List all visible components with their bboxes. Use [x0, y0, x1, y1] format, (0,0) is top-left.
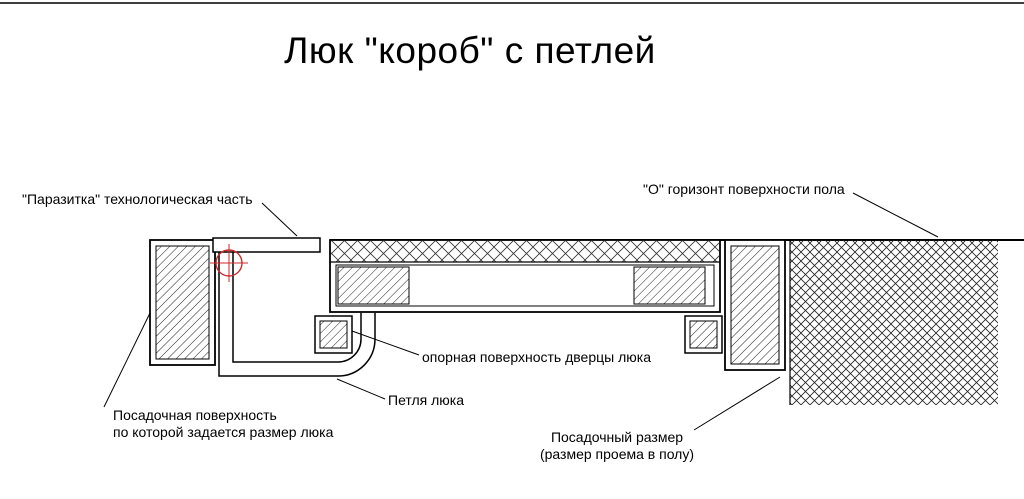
leader-floor-horizon: [852, 192, 939, 238]
label-seating-surface-line2: по которой задается размер люка: [113, 424, 334, 440]
label-seating-size: Посадочный размер (размер проема в полу): [487, 429, 747, 463]
label-seating-size-line1: Посадочный размер: [550, 429, 684, 445]
label-hinge: Петля люка: [388, 392, 465, 408]
hinge-channel: [218, 252, 376, 377]
label-seating-surface-line1: Посадочная поверхность: [113, 407, 277, 423]
right-frame-profile: [724, 239, 786, 371]
label-seating-size-line2: (размер проема в полу): [539, 446, 695, 462]
parasitic-flange: [212, 237, 321, 253]
leader-door-support: [351, 330, 420, 356]
label-parasitic-part: "Паразитка" технологическая часть: [22, 191, 253, 207]
hinge-outer-curve: [218, 252, 376, 377]
drawing-title: Люк "короб" с петлей: [284, 30, 656, 71]
door-tile-strip: [331, 241, 719, 262]
door-support-pads: [314, 315, 723, 354]
left-frame-profile: [149, 239, 216, 366]
floor-slab-section: [789, 240, 998, 405]
pivot-marker-icon: [210, 244, 248, 282]
hatch-door: [329, 239, 721, 313]
leader-seating-size: [693, 376, 781, 431]
door-stiffener-right: [633, 266, 706, 305]
leader-lines: [103, 192, 939, 431]
door-stiffener-left: [337, 266, 410, 305]
label-seating-surface: Посадочная поверхность по которой задает…: [113, 407, 333, 441]
label-floor-horizon: "О" горизонт поверхности пола: [643, 181, 845, 197]
hinge-inner-curve: [232, 252, 362, 363]
leader-hinge: [336, 378, 386, 400]
leader-seating-surface: [103, 312, 151, 408]
label-door-support-surface: опорная поверхность дверцы люка: [422, 349, 651, 365]
leader-parasitic-part: [261, 202, 298, 237]
